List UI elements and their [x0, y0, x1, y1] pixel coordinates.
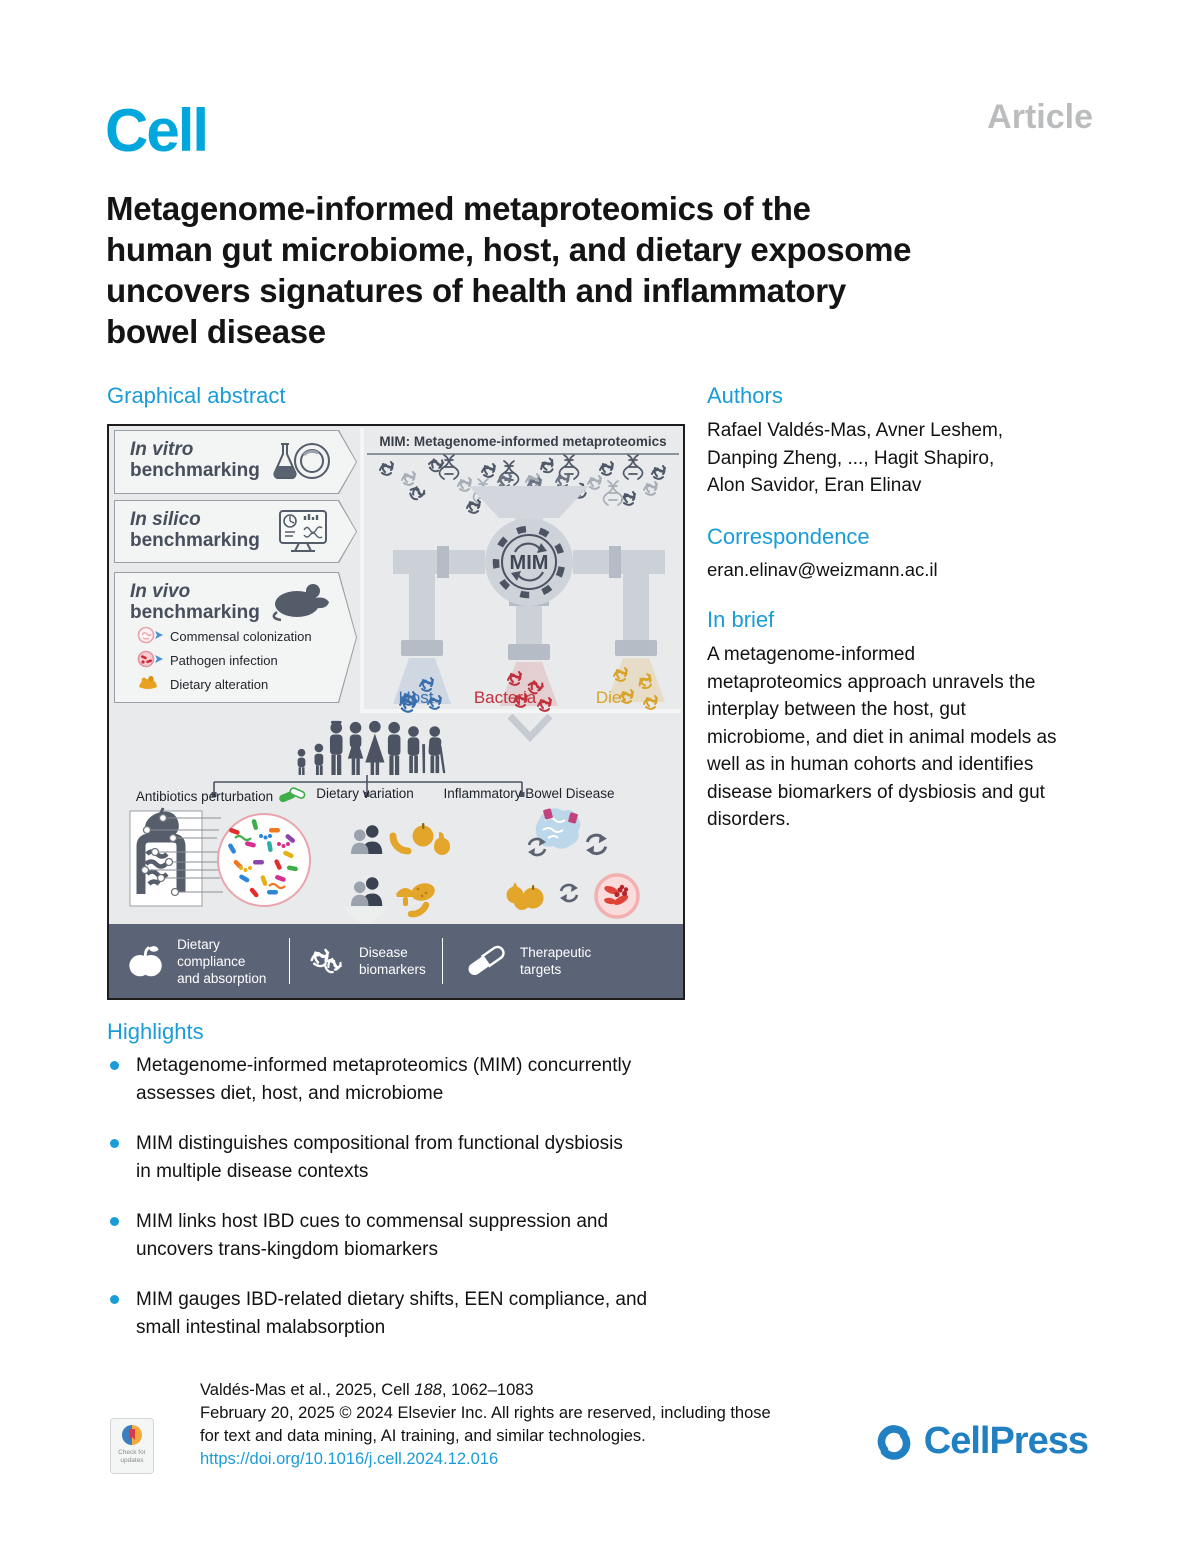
panel-gap-horizontal [360, 709, 681, 713]
panel-in-silico-title: In silico benchmarking [130, 509, 327, 551]
cohort-label-antibiotics: Antibiotics perturbation [117, 786, 327, 806]
panel-in-vitro-title: In vitro benchmarking [130, 439, 327, 481]
cohort-label-text: Inflammatory Bowel Disease [443, 786, 615, 801]
outcome-dietary-compliance: Dietary compliance and absorption [109, 936, 289, 986]
microbiome-circle [217, 813, 311, 907]
citation-volume: 188 [414, 1381, 442, 1399]
stream-label-bacteria: Bacteria [473, 688, 537, 707]
panel-title-rest: benchmarking [130, 602, 260, 623]
bullet-dot [110, 1295, 119, 1304]
correspondence-heading: Correspondence [707, 524, 870, 549]
mim-machine-label: MIM [510, 552, 549, 574]
outcome-bar: Dietary compliance and absorption Diseas… [109, 924, 683, 998]
badge-text: Check for updates [118, 1449, 146, 1464]
correspondence-email: eran.elinav@weizmann.ac.il [707, 559, 938, 580]
flask-petri-dish-icon [273, 443, 330, 480]
cellpress-logo: CellPress [873, 1420, 1089, 1463]
cohort-label-text: Antibiotics perturbation [135, 788, 274, 804]
monitor-chart-icon [279, 510, 327, 552]
mim-header: MIM: Metagenome-informed metaproteomics [367, 434, 679, 455]
ibd-art [506, 808, 640, 919]
panel-in-vivo-title: In vivo benchmarking [130, 581, 327, 623]
capsule-icon [468, 945, 505, 976]
panel-title-italic: In vivo [130, 581, 191, 602]
citation-block: Valdés-Mas et al., 2025, Cell 188, 1062–… [200, 1379, 771, 1471]
panel-gap-vertical [360, 428, 364, 711]
check-for-updates-badge[interactable]: Check for updates [110, 1418, 154, 1474]
bullet-dot [110, 1061, 119, 1070]
cellpress-wordmark: CellPress [923, 1420, 1089, 1462]
bullet-dot [110, 1139, 119, 1148]
outcome-therapeutic-targets: Therapeutic targets [443, 938, 683, 984]
cohort-label-ibd: Inflammatory Bowel Disease [409, 786, 649, 801]
vivo-bullet-dietary: Dietary alteration [136, 674, 327, 695]
in-brief-text: A metagenome-informed metaproteomics app… [707, 644, 1057, 830]
citation-pages: , 1062–1083 [441, 1381, 534, 1399]
pathogen-infection-icon [136, 650, 170, 671]
check-for-updates-icon [122, 1425, 142, 1445]
cohort-bracket [211, 775, 525, 797]
highlight-item: MIM distinguishes compositional from fun… [107, 1130, 707, 1185]
vivo-bullet-commensal: Commensal colonization [136, 626, 327, 647]
gut-diagram [129, 807, 223, 907]
outcome-disease-biomarkers: Disease biomarkers [290, 938, 442, 984]
highlight-item: MIM gauges IBD-related dietary shifts, E… [107, 1286, 707, 1341]
outcome-label: Therapeutic targets [520, 945, 592, 977]
mouse-icon [272, 584, 329, 622]
citation-line: Valdés-Mas et al., 2025, Cell 188, 1062–… [200, 1379, 771, 1402]
copyright-line: February 20, 2025 © 2024 Elsevier Inc. A… [200, 1404, 771, 1422]
biomarker-protein-icon [310, 948, 344, 977]
dietary-alteration-icon [136, 674, 170, 695]
highlight-item: Metagenome-informed metaproteomics (MIM)… [107, 1052, 707, 1107]
cohort-label-dietary: Dietary variation [280, 786, 450, 801]
doi-link[interactable]: https://doi.org/10.1016/j.cell.2024.12.0… [200, 1450, 499, 1468]
highlight-text: Metagenome-informed metaproteomics (MIM)… [136, 1055, 632, 1104]
cellpress-swirl-icon [877, 1424, 911, 1460]
article-type-label: Article [987, 98, 1093, 136]
apple-icon [129, 946, 162, 977]
highlights-list: Metagenome-informed metaproteomics (MIM)… [107, 1052, 707, 1364]
cell-journal-logo: Cell [105, 97, 209, 164]
cohort-illustrations [129, 807, 640, 919]
dietary-variation-art [351, 823, 450, 918]
human-cohort-silhouettes [297, 720, 446, 775]
outcome-label: Disease biomarkers [359, 945, 426, 977]
highlight-item: MIM links host IBD cues to commensal sup… [107, 1208, 707, 1263]
vivo-bullet-label: Commensal colonization [170, 629, 312, 644]
panel-title-italic: In silico [130, 509, 201, 530]
bullet-dot [110, 1217, 119, 1226]
highlight-text: MIM links host IBD cues to commensal sup… [136, 1211, 609, 1260]
highlight-text: MIM distinguishes compositional from fun… [136, 1133, 623, 1182]
mim-machine-illustration: MIM [393, 473, 665, 715]
bar-notch [343, 907, 389, 928]
graphical-abstract-heading: Graphical abstract [107, 383, 286, 408]
stream-label-diet: Diet [595, 688, 627, 707]
outcome-label: Dietary compliance and absorption [177, 936, 267, 986]
highlight-text: MIM gauges IBD-related dietary shifts, E… [136, 1289, 648, 1338]
vivo-bullet-pathogen: Pathogen infection [136, 650, 327, 671]
panel-title-italic: In vitro [130, 439, 194, 460]
panel-title-rest: benchmarking [130, 530, 260, 551]
citation-prefix: Valdés-Mas et al., 2025, Cell [200, 1381, 415, 1399]
author-list: Rafael Valdés-Mas, Avner Leshem, Danping… [707, 420, 1004, 496]
rights-line: for text and data mining, AI training, a… [200, 1427, 646, 1445]
graphical-abstract-figure: In vitro benchmarking In silico ben [107, 424, 685, 1000]
paper-title: Metagenome-informed metaproteomics of th… [106, 190, 912, 350]
bar-divider [442, 938, 443, 984]
panel-in-vivo: In vivo benchmarking [114, 572, 357, 703]
highlights-heading: Highlights [107, 1019, 204, 1044]
bar-divider [289, 938, 290, 984]
flow-chevron [507, 714, 553, 742]
stream-label-host: Host [398, 688, 434, 707]
panel-title-rest: benchmarking [130, 460, 260, 481]
cohort-label-text: Dietary variation [316, 786, 414, 801]
vivo-bullet-label: Dietary alteration [170, 677, 269, 692]
in-brief-heading: In brief [707, 607, 775, 632]
panel-in-silico: In silico benchmarking [114, 500, 357, 563]
authors-heading: Authors [707, 383, 783, 408]
commensal-colonization-icon [136, 626, 170, 647]
vivo-bullet-label: Pathogen infection [170, 653, 278, 668]
antibiotic-pills-icon [279, 787, 306, 803]
panel-in-vitro: In vitro benchmarking [114, 430, 357, 494]
